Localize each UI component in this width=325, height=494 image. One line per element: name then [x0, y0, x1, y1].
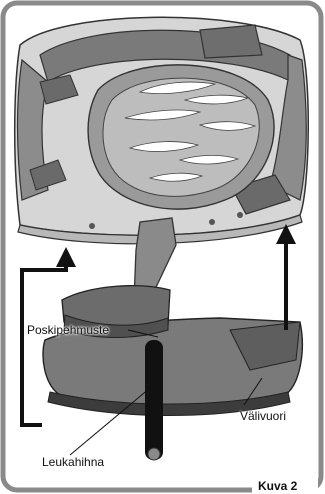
rim-hole — [209, 219, 215, 225]
strap-buckle-hole — [148, 448, 160, 460]
label-cheek-pad: Poskipehmuste — [27, 324, 109, 336]
rim-hole — [237, 212, 243, 218]
label-chin-strap: Leukahihna — [42, 456, 104, 468]
label-liner: Välivuori — [240, 410, 286, 422]
figure-caption: Kuva 2 — [258, 480, 297, 492]
rim-hole — [89, 223, 95, 229]
top-right-pad — [200, 25, 262, 58]
chin-strap — [145, 340, 163, 460]
